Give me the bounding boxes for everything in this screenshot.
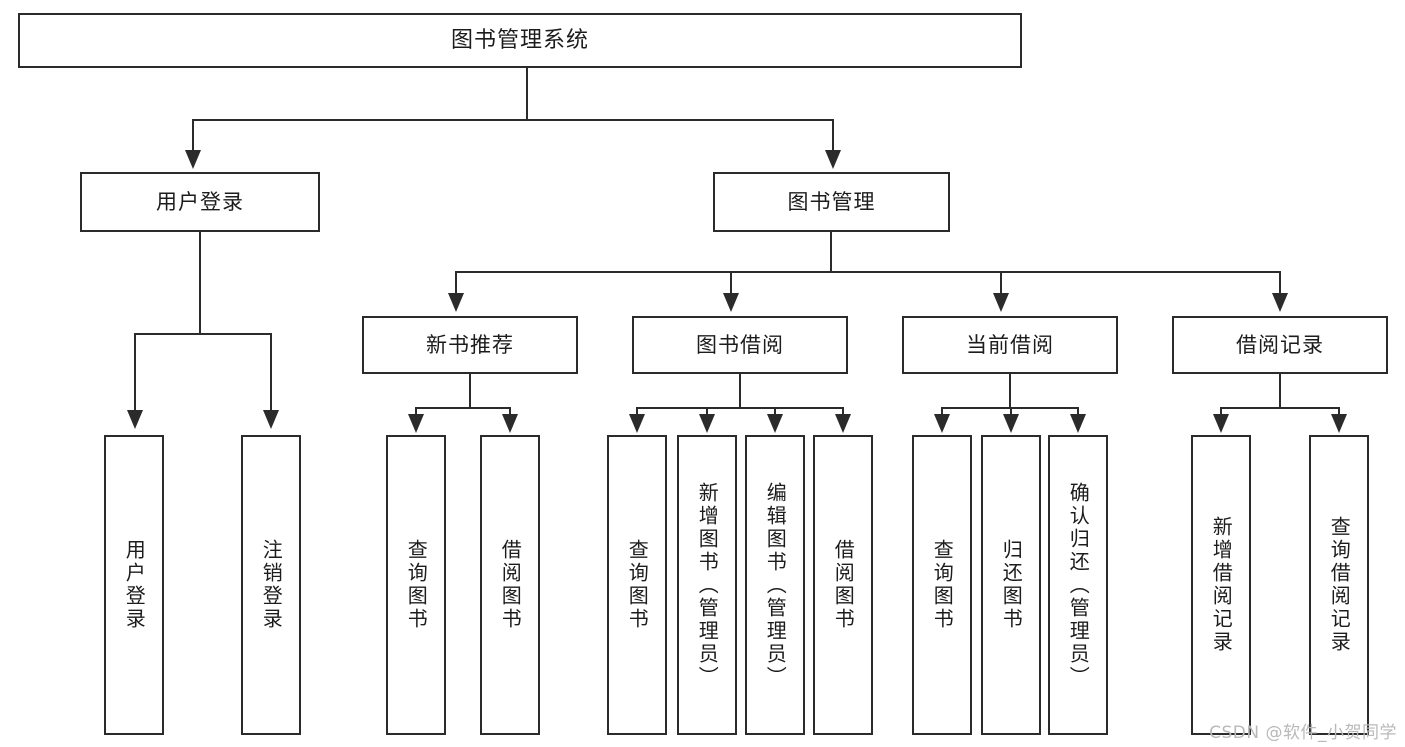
node-leaf-edit-book-label: 编辑图书（管理员） [763, 481, 788, 689]
node-book-borrow-label: 图书借阅 [696, 332, 784, 357]
node-leaf-query-book-c[interactable]: 查询图书 [912, 435, 972, 735]
arrow-nbr-leaf-2 [502, 414, 518, 433]
arrow-bm-book-borrow [723, 293, 739, 312]
connector-root-bar [192, 119, 834, 121]
node-borrow-record[interactable]: 借阅记录 [1172, 316, 1388, 374]
node-book-manage[interactable]: 图书管理 [713, 172, 950, 232]
node-leaf-return-book[interactable]: 归还图书 [981, 435, 1041, 735]
node-leaf-add-record[interactable]: 新增借阅记录 [1191, 435, 1251, 735]
node-leaf-borrow-book-b[interactable]: 借阅图书 [813, 435, 873, 735]
node-leaf-add-book-label: 新增图书（管理员） [695, 481, 720, 689]
connector-br-drop-2 [1338, 407, 1340, 415]
connector-cb-stem [1009, 374, 1011, 408]
node-leaf-query-book-a-label: 查询图书 [404, 539, 429, 631]
connector-nbr-drop-2 [509, 407, 511, 415]
arrow-nbr-leaf-1 [408, 414, 424, 433]
arrow-cb-leaf-3 [1070, 414, 1086, 433]
connector-bm-drop-4 [1279, 271, 1281, 294]
arrow-bm-current-borrow [993, 293, 1009, 312]
node-leaf-query-record[interactable]: 查询借阅记录 [1309, 435, 1369, 735]
node-new-book-rec-label: 新书推荐 [426, 332, 514, 357]
connector-bb-bar [636, 407, 844, 409]
node-leaf-add-book[interactable]: 新增图书（管理员） [677, 435, 737, 735]
arrow-bm-borrow-record [1272, 293, 1288, 312]
connector-bb-stem [739, 374, 741, 408]
connector-bb-drop-2 [706, 407, 708, 415]
node-leaf-borrow-book-b-label: 借阅图书 [831, 539, 856, 631]
node-root[interactable]: 图书管理系统 [18, 13, 1022, 68]
connector-bb-drop-3 [774, 407, 776, 415]
node-borrow-record-label: 借阅记录 [1236, 332, 1324, 357]
arrow-br-leaf-2 [1331, 414, 1347, 433]
arrow-bb-leaf-4 [835, 414, 851, 433]
arrow-root-to-user-login [185, 150, 201, 169]
connector-bm-drop-3 [1000, 271, 1002, 294]
connector-nbr-drop-1 [415, 407, 417, 415]
connector-user-login-bar [134, 333, 272, 335]
arrow-root-to-book-manage [825, 150, 841, 169]
arrow-cb-leaf-1 [934, 414, 950, 433]
node-user-login[interactable]: 用户登录 [80, 172, 320, 232]
connector-bb-drop-1 [636, 407, 638, 415]
arrow-bb-leaf-2 [699, 414, 715, 433]
node-leaf-add-record-label: 新增借阅记录 [1209, 516, 1234, 654]
connector-book-manage-stem [830, 232, 832, 272]
node-leaf-query-book-c-label: 查询图书 [930, 539, 955, 631]
connector-bm-drop-2 [730, 271, 732, 294]
node-leaf-query-book-b[interactable]: 查询图书 [607, 435, 667, 735]
node-leaf-query-book-a[interactable]: 查询图书 [386, 435, 446, 735]
node-leaf-confirm-return[interactable]: 确认归还（管理员） [1048, 435, 1108, 735]
connector-user-login-drop-1 [134, 333, 136, 411]
node-leaf-query-record-label: 查询借阅记录 [1327, 516, 1352, 654]
connector-bm-drop-1 [455, 271, 457, 294]
arrow-bb-leaf-1 [629, 414, 645, 433]
connector-br-stem [1279, 374, 1281, 408]
arrow-user-login-leaf-2 [263, 410, 279, 429]
connector-user-login-stem [199, 232, 201, 334]
node-book-manage-label: 图书管理 [787, 189, 876, 214]
connector-cb-drop-2 [1010, 407, 1012, 415]
arrow-br-leaf-1 [1213, 414, 1229, 433]
arrow-user-login-leaf-1 [127, 410, 143, 429]
connector-br-drop-1 [1220, 407, 1222, 415]
arrow-bm-new-book-rec [448, 293, 464, 312]
arrow-cb-leaf-2 [1003, 414, 1019, 433]
connector-root-to-user-login [192, 119, 194, 152]
node-book-borrow[interactable]: 图书借阅 [632, 316, 848, 374]
node-leaf-borrow-book-a[interactable]: 借阅图书 [480, 435, 540, 735]
node-leaf-user-login-label: 用户登录 [122, 539, 147, 631]
node-current-borrow[interactable]: 当前借阅 [902, 316, 1118, 374]
node-user-login-label: 用户登录 [156, 189, 244, 214]
node-leaf-return-book-label: 归还图书 [999, 539, 1024, 631]
node-current-borrow-label: 当前借阅 [966, 332, 1054, 357]
connector-root-to-book-manage [832, 119, 834, 152]
node-leaf-edit-book[interactable]: 编辑图书（管理员） [745, 435, 805, 735]
connector-user-login-drop-2 [270, 333, 272, 411]
node-leaf-logout-label: 注销登录 [259, 539, 284, 631]
connector-book-manage-bar [455, 271, 1281, 273]
arrow-bb-leaf-3 [767, 414, 783, 433]
node-leaf-confirm-return-label: 确认归还（管理员） [1066, 481, 1091, 689]
connector-nbr-stem [469, 374, 471, 408]
node-leaf-logout[interactable]: 注销登录 [241, 435, 301, 735]
connector-cb-drop-3 [1077, 407, 1079, 415]
node-new-book-rec[interactable]: 新书推荐 [362, 316, 578, 374]
connector-cb-drop-1 [941, 407, 943, 415]
node-leaf-borrow-book-a-label: 借阅图书 [498, 539, 523, 631]
connector-bb-drop-4 [842, 407, 844, 415]
connector-br-bar [1220, 407, 1340, 409]
connector-nbr-bar [415, 407, 511, 409]
connector-root-stem [526, 68, 528, 120]
node-leaf-query-book-b-label: 查询图书 [625, 539, 650, 631]
node-leaf-user-login[interactable]: 用户登录 [104, 435, 164, 735]
node-root-label: 图书管理系统 [450, 27, 589, 53]
